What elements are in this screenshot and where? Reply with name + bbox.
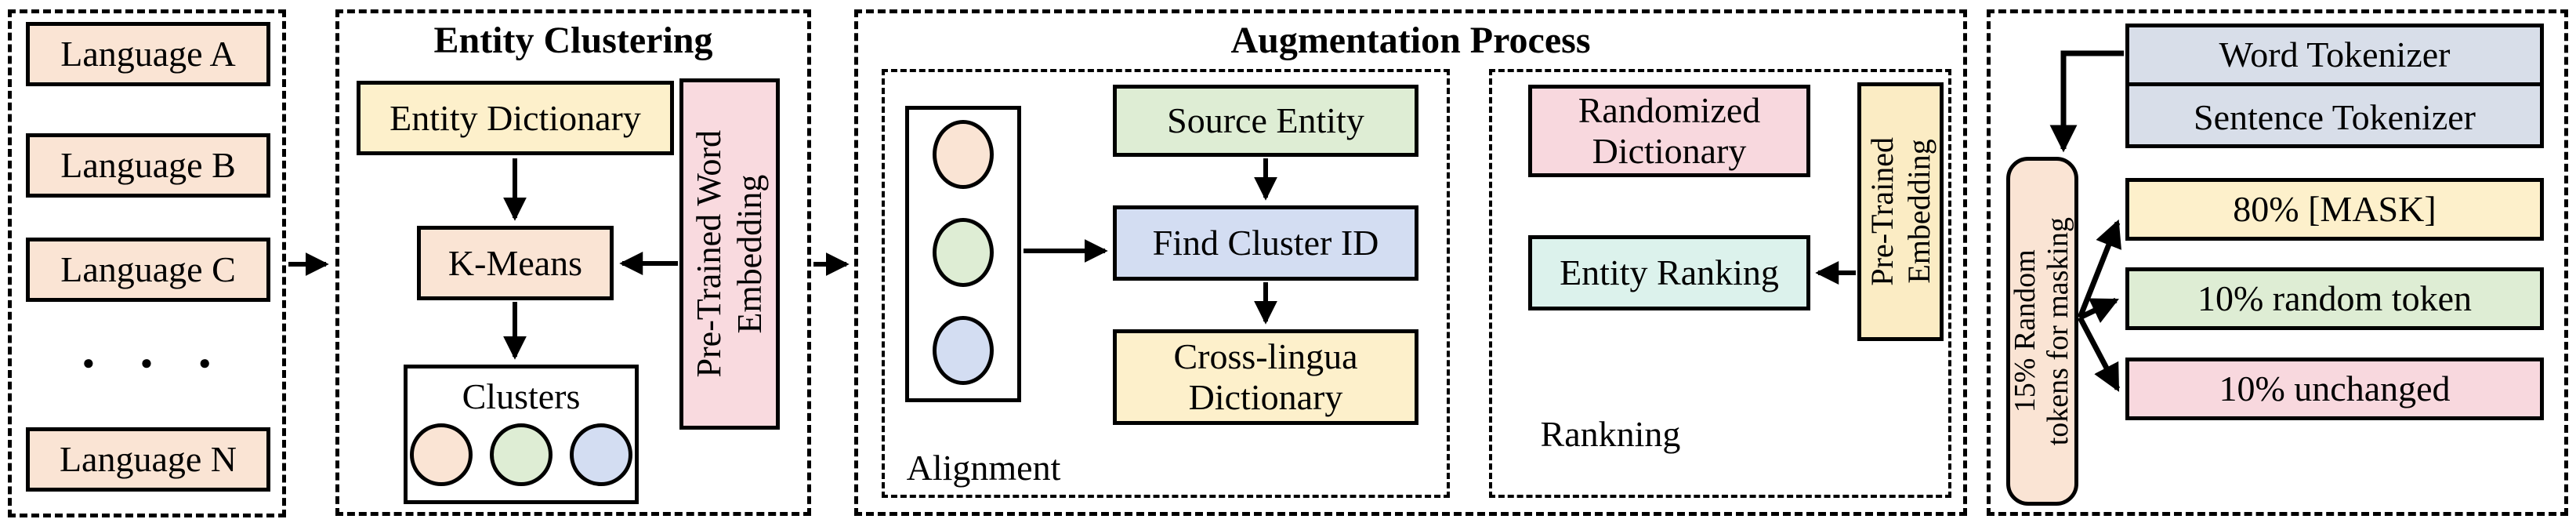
ranking-label: Rankning: [1540, 414, 1681, 454]
ranking-subpanel: [1489, 69, 1951, 498]
pretrained-embedding-box: Pre-Trained Embedding: [1857, 82, 1944, 341]
entity-clustering-title: Entity Clustering: [433, 20, 713, 61]
sentence-tokenizer-label: Sentence Tokenizer: [2194, 96, 2476, 137]
pretrained-word-embedding-box: Pre-Trained Word Embedding: [679, 78, 780, 430]
language-a-box: Language A: [26, 22, 270, 86]
cluster-circle-green: [490, 423, 553, 486]
alignment-subpanel: [882, 69, 1450, 498]
language-c-label: Language C: [60, 249, 236, 290]
alignment-circle-blue: [933, 316, 994, 385]
mask-80-label: 80% [MASK]: [2233, 189, 2437, 230]
source-entity-label: Source Entity: [1167, 100, 1364, 141]
alignment-circle-green: [933, 218, 994, 287]
find-cluster-id-label: Find Cluster ID: [1152, 223, 1379, 263]
clusters-box: Clusters: [404, 365, 639, 504]
language-n-label: Language N: [59, 439, 237, 480]
cross-lingua-line2: Dictionary: [1188, 377, 1343, 417]
language-c-box: Language C: [26, 238, 270, 302]
cluster-circle-blue: [570, 423, 632, 486]
clusters-label: Clusters: [462, 376, 581, 416]
language-a-label: Language A: [60, 34, 236, 74]
word-tokenizer-label: Word Tokenizer: [2219, 34, 2451, 75]
random-10-box: 10% random token: [2125, 267, 2544, 330]
cluster-circle-peach: [410, 423, 473, 486]
random-tokens-label: 15% Random tokens for masking: [2009, 216, 2074, 446]
languages-panel: [8, 9, 286, 517]
cluster-circles: [410, 423, 632, 486]
randomized-line1: Randomized: [1578, 90, 1761, 131]
cross-lingua-line1: Cross-lingua: [1173, 336, 1358, 377]
unchanged-10-box: 10% unchanged: [2125, 358, 2544, 420]
random-tokens-box: 15% Random tokens for masking: [2006, 157, 2078, 506]
alignment-circle-peach: [933, 120, 994, 189]
sentence-tokenizer-box: Sentence Tokenizer: [2129, 90, 2540, 144]
language-b-box: Language B: [26, 133, 270, 198]
cross-lingua-dictionary-box: Cross-lingua Dictionary: [1113, 329, 1418, 425]
ellipsis-dots: ● ● ●: [82, 351, 232, 374]
augmentation-title: Augmentation Process: [1230, 20, 1591, 61]
source-entity-box: Source Entity: [1113, 85, 1418, 157]
word-tokenizer-box: Word Tokenizer: [2129, 27, 2540, 86]
pretrained-embedding-label: Pre-Trained Embedding: [1864, 137, 1937, 286]
random-10-label: 10% random token: [2197, 278, 2473, 319]
k-means-box: K-Means: [417, 226, 614, 300]
randomized-dictionary-box: Randomized Dictionary: [1528, 85, 1810, 177]
entity-clustering-panel: [335, 9, 811, 516]
pretrained-word-embedding-label: Pre-Trained Word Embedding: [690, 130, 769, 378]
entity-dictionary-box: Entity Dictionary: [357, 81, 674, 155]
randomized-line2: Dictionary: [1592, 131, 1747, 171]
language-b-label: Language B: [60, 145, 236, 186]
language-n-box: Language N: [26, 427, 270, 492]
augmentation-panel: [854, 9, 1967, 516]
find-cluster-id-box: Find Cluster ID: [1113, 205, 1418, 281]
entity-dictionary-label: Entity Dictionary: [389, 97, 641, 138]
entity-ranking-box: Entity Ranking: [1528, 235, 1810, 310]
masking-panel: [1987, 9, 2568, 516]
k-means-label: K-Means: [447, 242, 583, 283]
mask-80-box: 80% [MASK]: [2125, 178, 2544, 241]
alignment-label: Alignment: [906, 448, 1061, 488]
tokenizer-stack: Word Tokenizer Sentence Tokenizer: [2125, 24, 2544, 148]
entity-ranking-label: Entity Ranking: [1560, 252, 1779, 293]
unchanged-10-label: 10% unchanged: [2219, 368, 2451, 409]
